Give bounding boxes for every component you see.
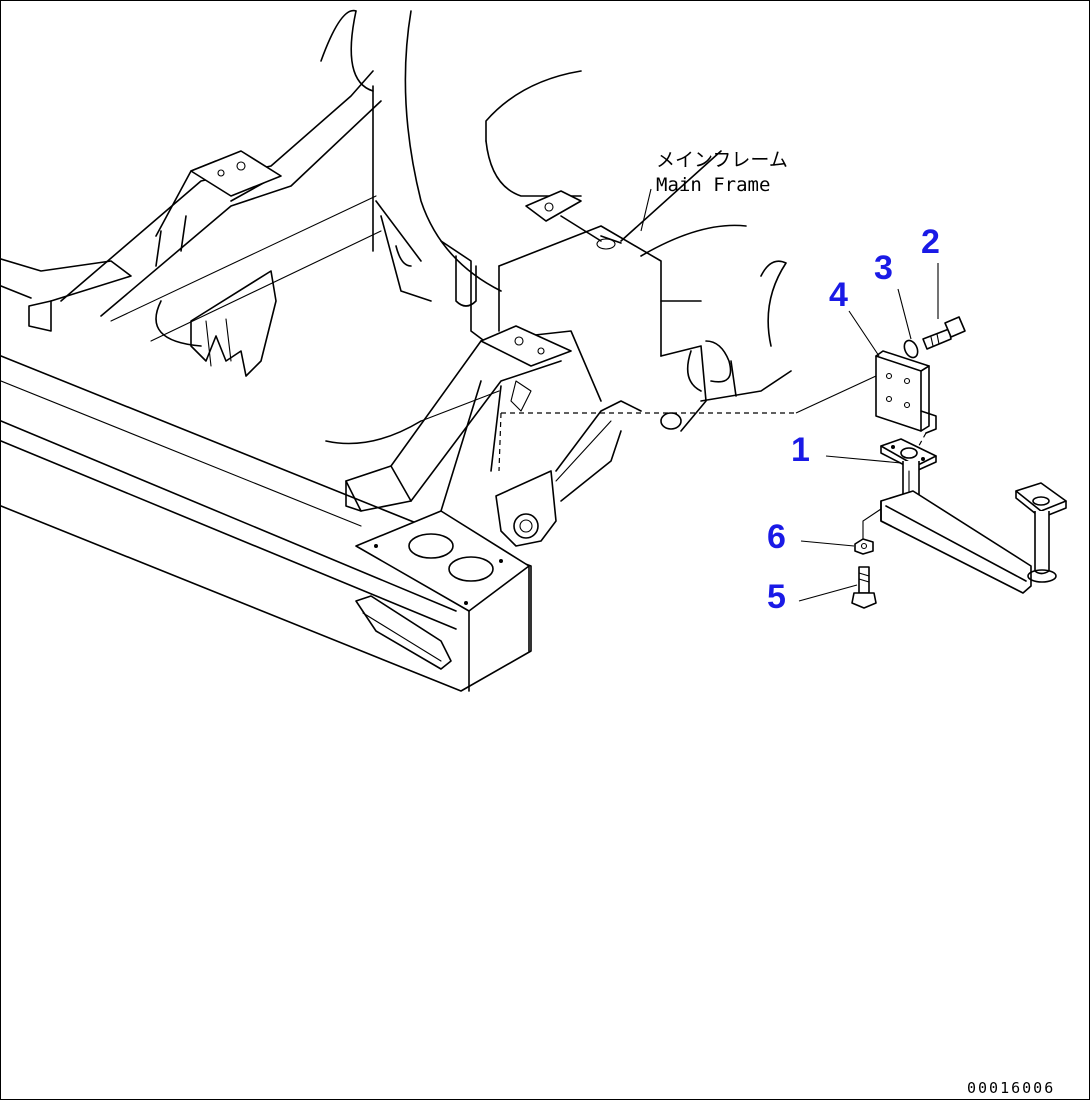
part-4-plate: [875, 350, 937, 434]
leader-3: [897, 288, 912, 340]
leader-1: [825, 455, 902, 464]
main-frame-drawing: [1, 9, 792, 692]
exploded-parts: [795, 316, 1067, 609]
leader-frame-to-bracket: [795, 375, 877, 414]
main-frame-label-jp: メインフレーム: [656, 149, 788, 171]
callout-3: 3: [874, 249, 893, 287]
leader-main-frame: [640, 188, 652, 232]
part-1-pin-assembly: [880, 438, 1067, 594]
document-number: 00016006: [967, 1079, 1055, 1097]
part-5-bolt: [851, 566, 877, 609]
hidden-location-lines: [498, 412, 796, 472]
part-3-washer: [903, 339, 919, 359]
leader-5: [798, 584, 858, 602]
leader-4: [848, 310, 880, 357]
part-2-bolt: [922, 316, 966, 350]
leader-6: [800, 540, 855, 547]
text-labels: メインフレーム Main Frame 1 2 3 4 5 6 00016006: [656, 149, 1055, 1097]
part-6-nut: [854, 538, 874, 555]
callout-6: 6: [767, 518, 786, 556]
callout-4: 4: [829, 276, 848, 314]
callout-1: 1: [791, 431, 810, 469]
callout-2: 2: [921, 223, 940, 261]
main-frame-label-en: Main Frame: [656, 174, 770, 196]
callout-leaders: [640, 188, 939, 602]
callout-5: 5: [767, 578, 786, 616]
